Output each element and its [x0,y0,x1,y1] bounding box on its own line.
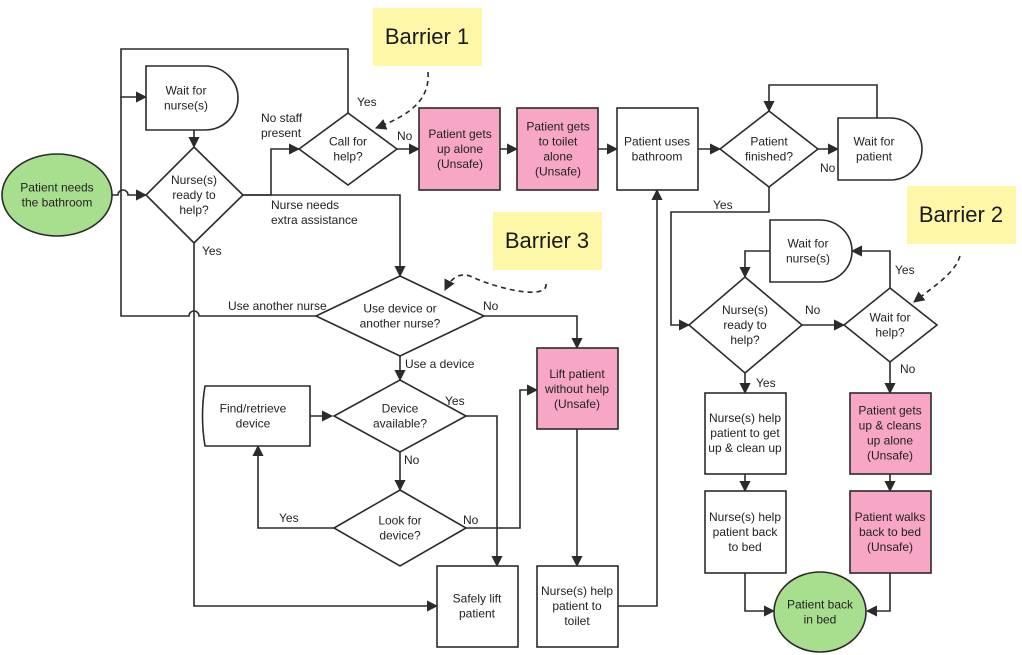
barrier3-note-text: Barrier 3 [505,228,589,253]
barrier3-pointer [444,274,547,293]
label-no-wait-help: No [900,362,916,376]
label-yes-wait-help: Yes [895,263,915,277]
label-no-ready2: No [805,303,821,317]
edge-available-safely [466,415,503,568]
edges [112,48,961,617]
barrier1-pointer [374,71,429,130]
label-yes-call: Yes [357,95,377,109]
edge-look-lift [466,384,539,529]
label-no-available: No [404,453,420,467]
label-no-finished: No [820,161,836,175]
edge-walksback-end [865,573,891,617]
edge-call-wait1 [120,48,349,113]
label-yes-ready1: Yes [202,244,222,258]
label-use-a-device: Use a device [405,357,475,371]
barrier1-note: Barrier 1 [373,8,482,66]
edge-waithelp-wait2 [850,245,891,288]
label-yes-finished: Yes [713,198,733,212]
barrier2-pointer [913,255,961,303]
label-no-device: No [483,299,499,313]
edge-ready1-deviceornurse [243,194,406,278]
edge-helptoilet-uses [618,188,663,607]
edge-ready1-call [243,143,301,196]
label-use-another: Use another nurse [228,299,327,313]
edge-deviceornurse-lift [484,315,583,350]
barrier2-note: Barrier 2 [907,186,1016,244]
edge-waitpatient-finished [763,84,878,118]
edge-look-find [252,444,334,529]
edge-start-ready1 [112,189,148,201]
label-yes-ready2: Yes [756,376,776,390]
label-yes-look: Yes [279,511,299,525]
barrier2-note-text: Barrier 2 [919,202,1003,227]
edge-wait2-ready2 [739,250,770,279]
edge-finished-ready2 [670,187,770,331]
barrier3-note: Barrier 3 [493,212,602,270]
label-no-look: No [463,513,479,527]
edge-helpback-end [744,573,776,617]
label-yes-available: Yes [445,394,465,408]
edge-ready1-safely [193,243,439,612]
label-no-call: No [397,129,413,143]
sticky-notes: Barrier 1 Barrier 3 Barrier 2 [373,8,1016,270]
barrier1-note-text: Barrier 1 [385,24,469,49]
edge-anothernurse-wait1 [120,97,316,317]
